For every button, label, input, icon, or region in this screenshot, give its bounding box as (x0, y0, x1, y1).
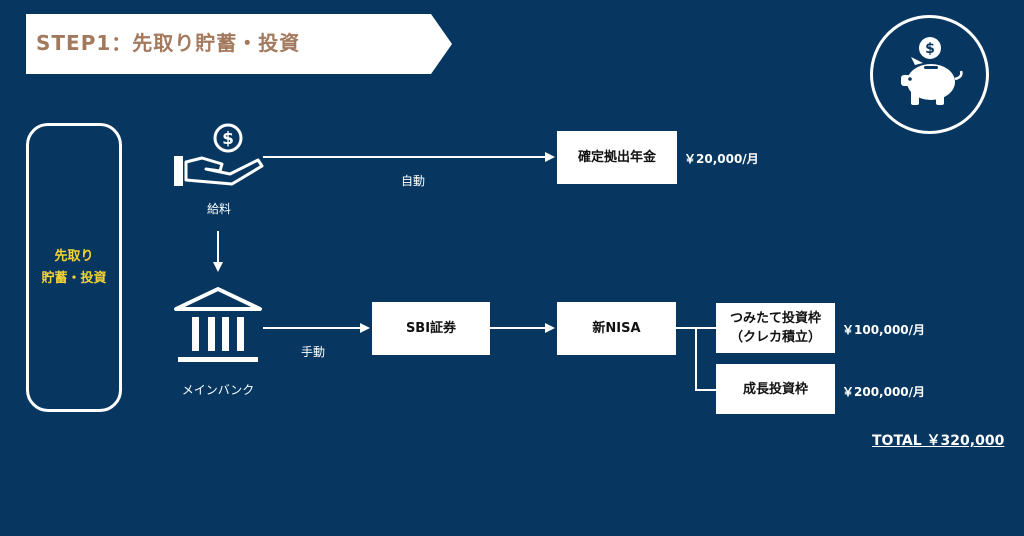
salary-label: 給料 (206, 202, 231, 216)
bank-label: メインバンク (181, 383, 255, 397)
pension-box: 確定拠出年金 (557, 131, 677, 184)
pension-amount: ￥20,000/月 (684, 152, 759, 166)
step-title: STEP1：先取り貯蓄・投資 (36, 31, 301, 55)
tsumitate-label-line2: （クレカ積立） (729, 330, 821, 345)
salary-hand-icon: $ (174, 123, 264, 186)
piggy-bank-icon: $ (901, 37, 963, 105)
nisa-to-growth-line (695, 328, 716, 391)
tsumitate-amount: ￥100,000/月 (842, 323, 926, 337)
nisa-label: 新NISA (592, 321, 641, 336)
svg-text:$: $ (925, 41, 935, 57)
auto-label: 自動 (401, 174, 426, 188)
tsumitate-box: つみたて投資枠 （クレカ積立） (716, 303, 835, 353)
growth-amount: ￥200,000/月 (842, 385, 926, 399)
tsumitate-label-line1: つみたて投資枠 (729, 311, 821, 326)
sidebar-label: 先取り 貯蓄・投資 (26, 246, 122, 290)
sbi-box: SBI証券 (372, 302, 490, 355)
svg-text:$: $ (222, 129, 234, 149)
sidebar-label-line1: 先取り (54, 249, 94, 264)
sidebar-label-line2: 貯蓄・投資 (41, 271, 107, 286)
sidebar-frame (26, 123, 122, 412)
bank-icon (174, 287, 262, 362)
piggy-bank-badge (870, 15, 989, 134)
sbi-label: SBI証券 (405, 321, 457, 336)
nisa-box: 新NISA (557, 302, 676, 355)
step-banner (26, 14, 452, 74)
total-amount: TOTAL ￥320,000 (872, 433, 1005, 449)
growth-label: 成長投資枠 (742, 381, 808, 397)
manual-label: 手動 (301, 345, 326, 359)
growth-box: 成長投資枠 (716, 364, 835, 414)
pension-label: 確定拠出年金 (577, 150, 656, 165)
